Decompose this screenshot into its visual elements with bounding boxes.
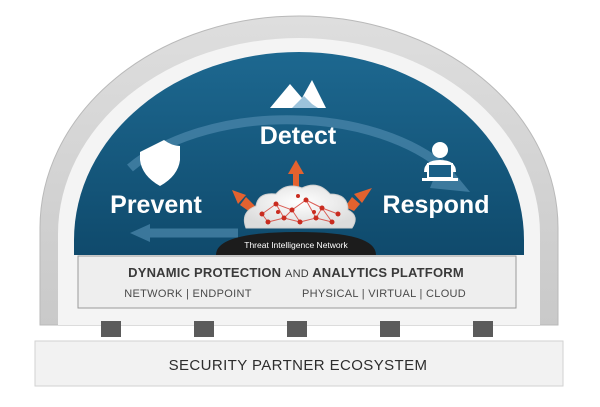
platform-title-part2: ANALYTICS PLATFORM [312,265,464,280]
ecosystem-band [34,340,564,387]
support-pillars [101,321,493,337]
platform-band [77,255,517,309]
platform-title-and: AND [285,268,309,280]
respond-label: Respond [383,191,490,219]
support-pillar [194,321,214,337]
support-pillar [473,321,493,337]
cloud-network-icon [243,184,356,229]
threat-network-label: Threat Intelligence Network [244,240,348,250]
support-pillar [101,321,121,337]
platform-right-items: PHYSICAL | VIRTUAL | CLOUD [301,288,467,300]
support-pillar [380,321,400,337]
ecosystem-label: SECURITY PARTNER ECOSYSTEM [168,357,428,374]
platform-title: DYNAMIC PROTECTION AND ANALYTICS PLATFOR… [128,265,464,280]
detect-label: Detect [260,122,337,150]
platform-left-items: NETWORK | ENDPOINT [124,288,252,300]
network-base [216,232,376,255]
platform-title-part1: DYNAMIC PROTECTION [128,265,282,280]
blue-dome [74,52,524,255]
shield-icon [140,140,180,186]
prevent-label: Prevent [110,191,202,219]
user-at-laptop-icon [422,142,458,181]
cycle-arrow-head-left [130,224,150,242]
mountain-peaks-icon [270,80,326,108]
support-pillar [287,321,307,337]
